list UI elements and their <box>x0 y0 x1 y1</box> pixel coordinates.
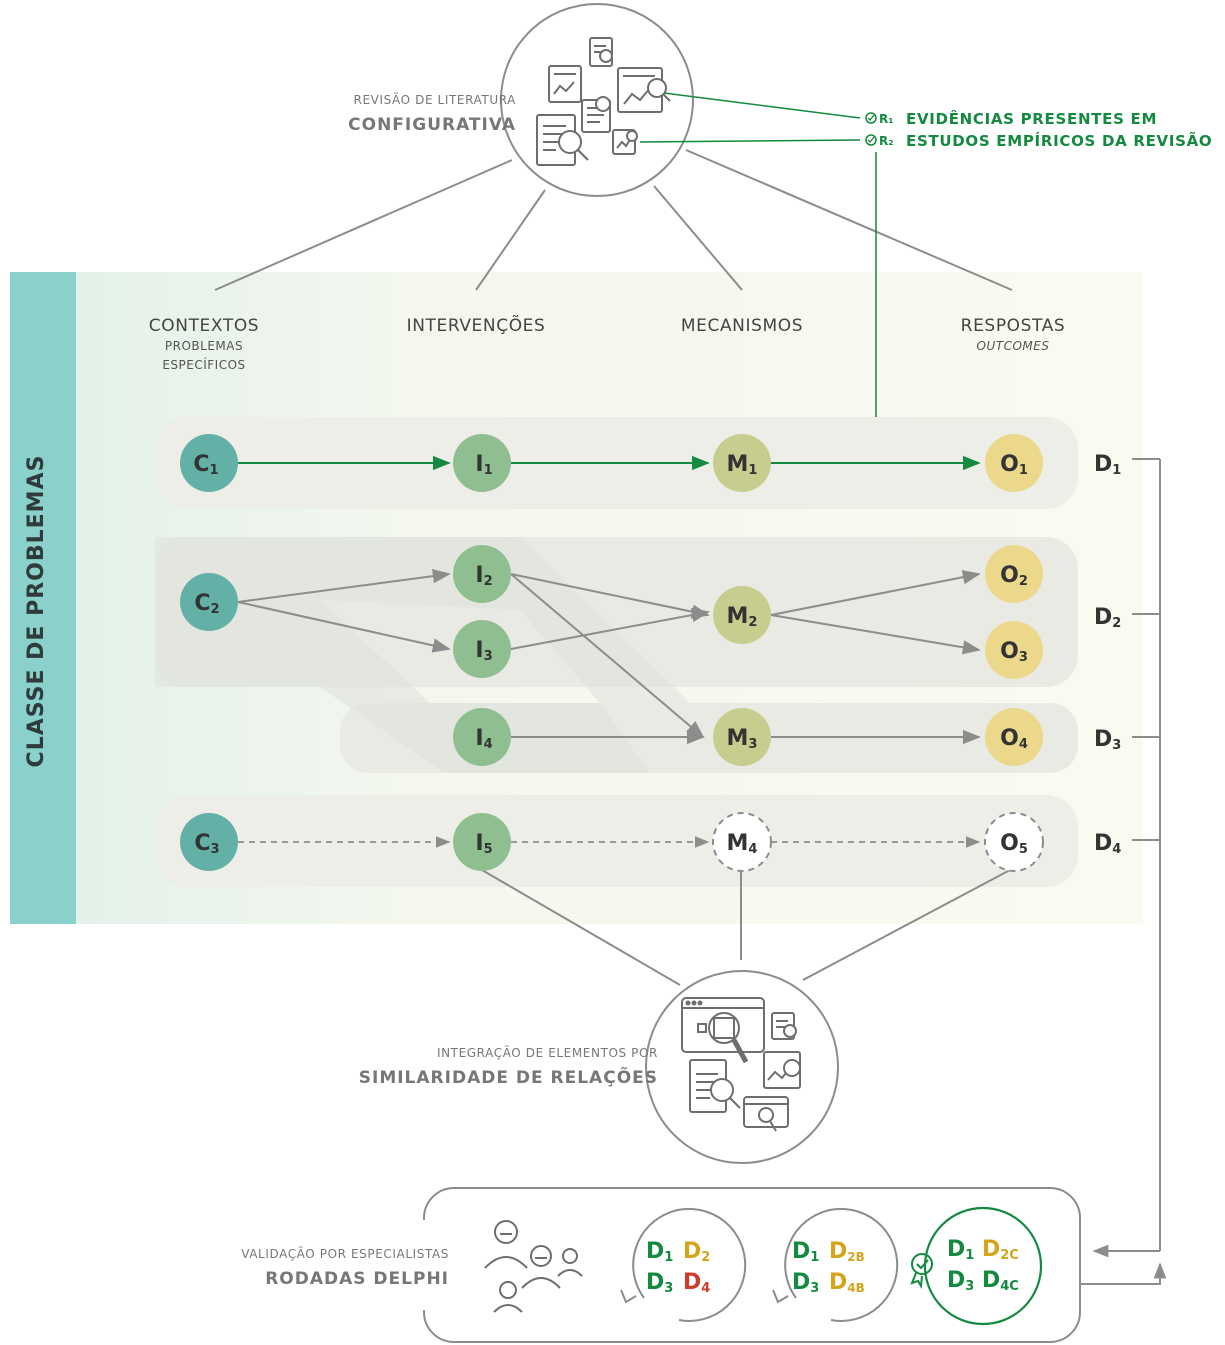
column-title-interventions: INTERVENÇÕES <box>407 314 546 336</box>
node-i5-letter: I5 <box>475 831 492 857</box>
integration-icons <box>681 997 801 1132</box>
column-title-contexts: CONTEXTOS <box>149 316 259 336</box>
column-title-mechanisms: MECANISMOS <box>681 316 803 336</box>
node-i3-letter: I3 <box>475 638 492 664</box>
node-o4-letter: O4 <box>1000 726 1028 752</box>
node-i4-letter: I4 <box>475 726 492 752</box>
connector-review-contexts <box>214 159 513 291</box>
round1-d2: D2 <box>683 1239 710 1265</box>
review-label-line1: REVISÃO DE LITERATURA <box>354 92 517 107</box>
round1-d4: D4 <box>683 1270 710 1296</box>
node-m2 <box>713 586 771 644</box>
node-o3 <box>985 621 1043 679</box>
node-c2 <box>180 573 238 631</box>
node-i5 <box>453 813 511 871</box>
node-o5-letter: O5 <box>1000 831 1028 857</box>
connector-review-interventions <box>475 189 546 291</box>
round2-d4b: D4B <box>829 1270 865 1295</box>
sidebar-label: CLASSE DE PROBLEMAS <box>24 455 49 768</box>
arrow-c2-i3 <box>237 601 451 653</box>
validation-label-line2: RODADAS DELPHI <box>265 1269 449 1289</box>
integration-label-line1: INTEGRAÇÃO DE ELEMENTOS POR <box>437 1045 658 1060</box>
node-i2-letter: I2 <box>475 563 492 589</box>
round3-d1: D1 <box>947 1237 974 1263</box>
node-m2-letter: M2 <box>727 604 758 630</box>
node-o2-letter: O2 <box>1000 563 1028 589</box>
arrow-i2-m2 <box>510 573 710 619</box>
connector-review-responses <box>685 149 1013 291</box>
delphi-round-3 <box>923 1206 1043 1326</box>
node-m3 <box>713 708 771 766</box>
node-o1-letter: O1 <box>1000 452 1028 478</box>
r1-label: R₁ <box>879 112 894 126</box>
award-icon <box>910 1253 933 1290</box>
connector-o5-integration <box>802 869 1011 981</box>
node-o4 <box>985 708 1043 766</box>
sidebar-bar <box>10 272 76 924</box>
design-bracket <box>1080 458 1167 1285</box>
node-c2-letter: C2 <box>194 591 219 617</box>
row-band-d4 <box>155 795 1078 887</box>
node-m1 <box>713 434 771 492</box>
connector-i5-integration <box>481 869 681 986</box>
review-label-line2: CONFIGURATIVA <box>348 115 516 135</box>
column-sub-contexts-2: ESPECÍFICOS <box>162 357 245 372</box>
node-i3 <box>453 620 511 678</box>
check-icon <box>865 134 877 146</box>
integration-label-line2: SIMILARIDADE DE RELAÇÕES <box>359 1065 658 1088</box>
node-c3 <box>180 813 238 871</box>
column-sub-responses: OUTCOMES <box>977 339 1050 353</box>
document-search-icon <box>536 37 671 166</box>
round1-d1: D1 <box>646 1239 673 1265</box>
node-o3-letter: O3 <box>1000 639 1028 665</box>
experts-icon <box>484 1220 583 1313</box>
round2-d1: D1 <box>792 1239 819 1265</box>
node-i2 <box>453 545 511 603</box>
round3-d2c: D2C <box>982 1237 1019 1263</box>
arrow-m2-o2 <box>770 570 981 616</box>
node-c1 <box>180 434 238 492</box>
node-i4 <box>453 708 511 766</box>
node-c3-letter: C3 <box>194 831 219 857</box>
round1-d3: D3 <box>646 1270 673 1296</box>
round3-d4c: D4C <box>982 1268 1019 1294</box>
check-icon <box>865 112 877 124</box>
node-m1-letter: M1 <box>727 452 758 478</box>
arrow-c2-i2 <box>237 568 451 603</box>
design-label-d4: D4 <box>1094 831 1121 857</box>
design-label-d2: D2 <box>1094 605 1121 631</box>
column-sub-contexts-1: PROBLEMAS <box>165 339 243 353</box>
node-c1-letter: C1 <box>193 452 218 478</box>
arrow-i3-m2 <box>510 607 710 650</box>
r2-label: R₂ <box>879 134 894 148</box>
node-m4-letter: M4 <box>727 831 758 857</box>
evidence-line2: ESTUDOS EMPÍRICOS DA REVISÃO <box>906 131 1212 150</box>
node-i1-letter: I1 <box>475 452 492 478</box>
arrow-i2-m3 <box>510 573 705 739</box>
delphi-round-2 <box>772 1207 899 1322</box>
node-i1 <box>453 434 511 492</box>
node-o1 <box>985 434 1043 492</box>
round2-d3: D3 <box>792 1270 819 1296</box>
node-m3-letter: M3 <box>727 726 758 752</box>
evidence-line1: EVIDÊNCIAS PRESENTES EM <box>906 109 1157 128</box>
node-m4 <box>712 812 772 872</box>
round2-d2b: D2B <box>829 1239 865 1264</box>
connector-review-mechanisms <box>653 185 743 291</box>
node-o5 <box>984 812 1044 872</box>
round3-d3: D3 <box>947 1268 974 1294</box>
column-title-responses: RESPOSTAS <box>961 316 1066 336</box>
delphi-round-1 <box>620 1207 747 1322</box>
arrow-m2-o3 <box>770 614 981 655</box>
validation-label-line1: VALIDAÇÃO POR ESPECIALISTAS <box>241 1246 449 1261</box>
design-label-d1: D1 <box>1094 452 1121 478</box>
node-o2 <box>985 545 1043 603</box>
design-label-d3: D3 <box>1094 727 1121 753</box>
